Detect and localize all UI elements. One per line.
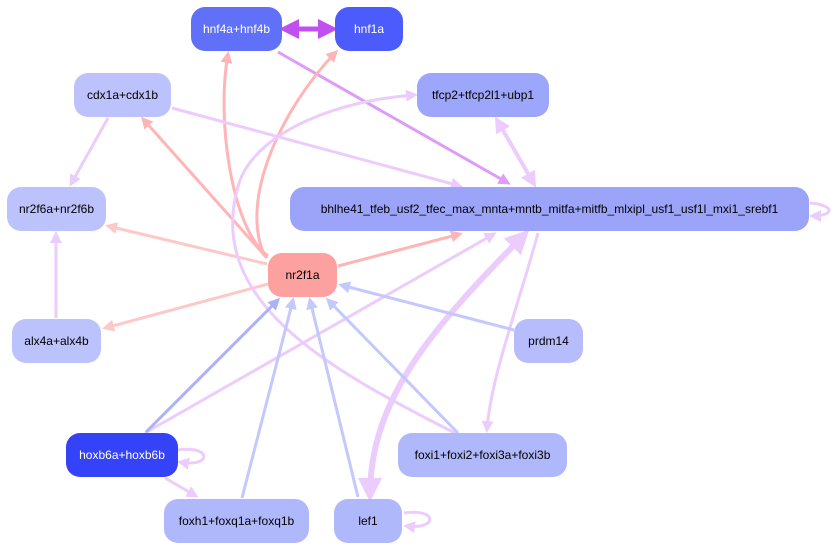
edge-nr2f1a-to-cdx1a_cdx1b	[141, 116, 269, 259]
node-hoxb6a-hoxb6b[interactable]: hoxb6a+hoxb6b	[66, 433, 178, 477]
node-box	[335, 7, 403, 51]
node-prdm14[interactable]: prdm14	[514, 319, 583, 363]
node-label: foxi1+foxi2+foxi3a+foxi3b	[415, 448, 551, 462]
node-box	[268, 253, 337, 297]
node-box	[417, 73, 549, 117]
edge-prdm14-to-nr2f1a	[338, 281, 515, 332]
node-label: tfcp2+tfcp2l1+ubp1	[432, 88, 534, 102]
node-label: hnf4a+hnf4b	[203, 22, 270, 36]
node-box	[290, 187, 809, 231]
node-label: alx4a+alx4b	[24, 334, 89, 348]
edge-foxi-to-nr2f1a	[325, 297, 460, 435]
node-label: cdx1a+cdx1b	[87, 88, 158, 102]
nodes-layer: hnf4a+hnf4b hnf1a cdx1a+cdx1b tfcp2+tfcp2l1…	[7, 7, 809, 543]
edge-lef1-to-nr2f1a	[306, 297, 360, 498]
edge-foxh1-to-nr2f1a	[240, 297, 297, 499]
node-cdx1a-cdx1b[interactable]: cdx1a+cdx1b	[74, 73, 171, 117]
node-label: prdm14	[528, 334, 569, 348]
node-box	[514, 319, 583, 363]
node-box	[66, 433, 178, 477]
node-nr2f6a-nr2f6b[interactable]: nr2f6a+nr2f6b	[7, 187, 106, 231]
edge-bhlhe41-to-bhlhe41	[809, 201, 831, 222]
node-box	[191, 7, 282, 51]
node-hnf4a-hnf4b[interactable]: hnf4a+hnf4b	[191, 7, 282, 51]
edge-nr2f1a-to-hnf4a_hnf4b	[220, 51, 269, 258]
node-hnf1a[interactable]: hnf1a	[335, 7, 403, 51]
edge-foxi-to-tfcp2	[231, 89, 458, 436]
edges-layer	[50, 19, 831, 534]
node-box	[164, 499, 309, 543]
edge-tfcp2-to-bhlhe41	[494, 116, 537, 188]
node-label: lef1	[358, 514, 378, 528]
node-foxh1[interactable]: foxh1+foxq1a+foxq1b	[164, 499, 309, 543]
edge-nr2f1a-to-alx4a_alx4b	[102, 282, 269, 332]
edge-hoxb6a_hoxb6b-to-foxh1	[164, 476, 199, 498]
edge-hoxb6a_hoxb6b-to-hoxb6a_hoxb6b	[177, 447, 206, 470]
edge-nr2f1a-to-bhlhe41	[337, 230, 463, 268]
node-box	[74, 73, 171, 117]
node-tfcp2[interactable]: tfcp2+tfcp2l1+ubp1	[417, 73, 549, 117]
edge-bhlhe41-to-lef1	[358, 229, 530, 502]
node-box	[398, 433, 567, 477]
edge-cdx1a_cdx1b-to-bhlhe41	[171, 106, 463, 190]
node-label: bhlhe41_tfeb_usf2_tfec_max_mnta+mntb_mit…	[321, 202, 779, 216]
edge-hoxb6a_hoxb6b-to-nr2f1a	[144, 297, 281, 434]
node-label: nr2f1a	[285, 268, 319, 282]
node-nr2f1a[interactable]: nr2f1a	[268, 253, 337, 297]
node-foxi[interactable]: foxi1+foxi2+foxi3a+foxi3b	[398, 433, 567, 477]
node-label: hnf1a	[354, 22, 384, 36]
edge-cdx1a_cdx1b-to-nr2f6a_nr2f6b	[69, 117, 110, 187]
edge-nr2f1a-to-hnf1a	[255, 49, 339, 255]
node-box	[12, 319, 101, 363]
node-lef1[interactable]: lef1	[334, 499, 402, 543]
edge-lef1-to-lef1	[403, 510, 432, 534]
node-label: nr2f6a+nr2f6b	[19, 202, 94, 216]
edge-nr2f1a-to-nr2f6a_nr2f6b	[105, 222, 268, 266]
node-label: hoxb6a+hoxb6b	[79, 448, 165, 462]
node-label: foxh1+foxq1a+foxq1b	[179, 514, 295, 528]
node-box	[334, 499, 402, 543]
node-bhlhe41[interactable]: bhlhe41_tfeb_usf2_tfec_max_mnta+mntb_mit…	[290, 187, 809, 231]
node-alx4a-alx4b[interactable]: alx4a+alx4b	[12, 319, 101, 363]
node-box	[7, 187, 106, 231]
